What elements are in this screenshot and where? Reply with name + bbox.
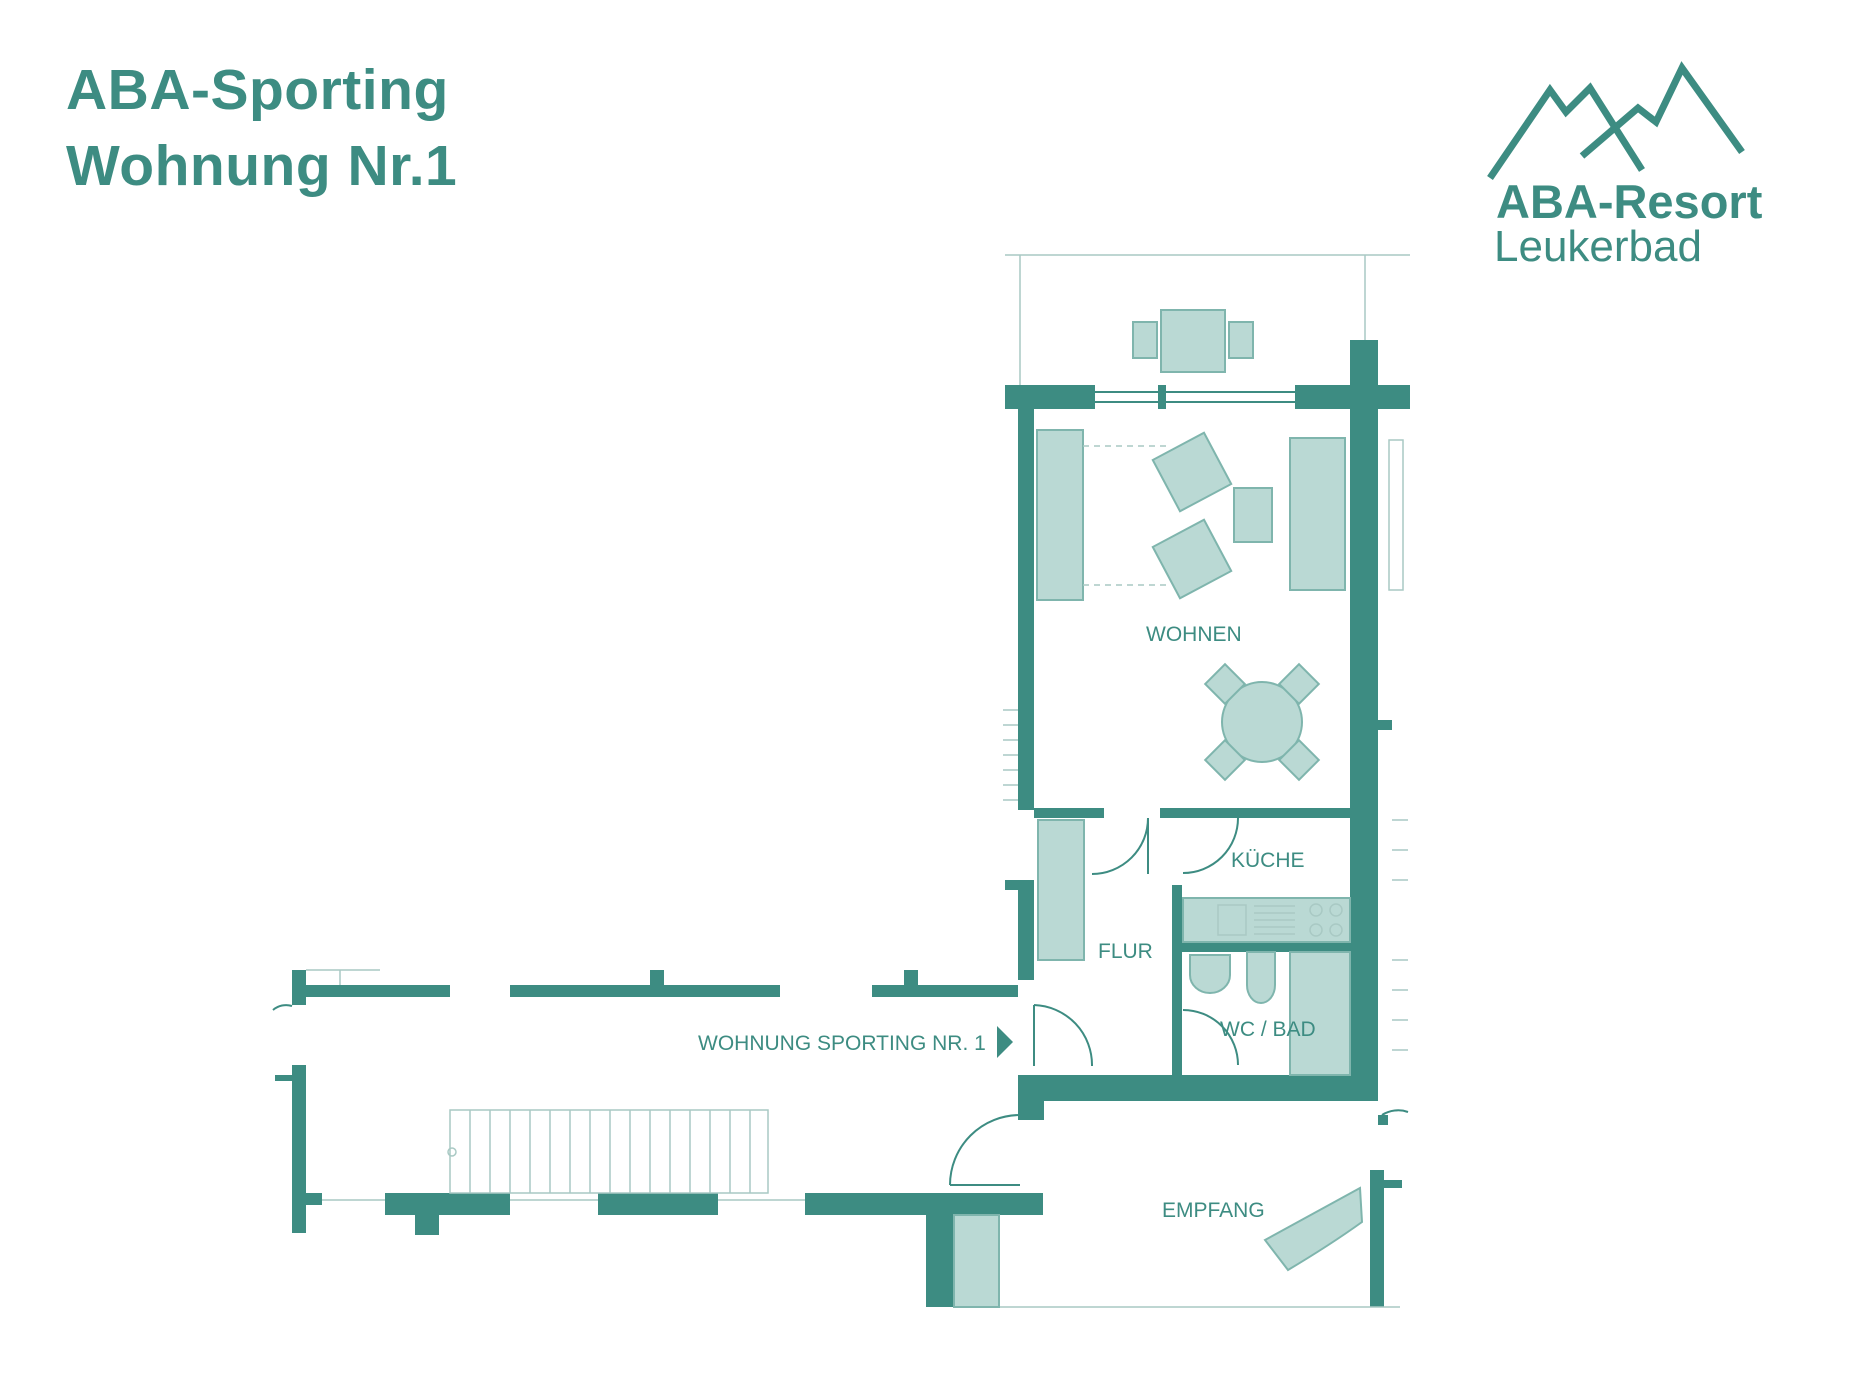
mountains-icon (1487, 61, 1745, 180)
dining-chair-1 (1203, 662, 1247, 706)
walls (275, 340, 1410, 1308)
apartment-name: ABA-Sporting (66, 58, 449, 122)
sofa-right (1289, 437, 1346, 591)
coffee-table (1233, 487, 1273, 543)
reception-desk (1263, 1186, 1364, 1272)
balcony-chair-left (1132, 321, 1158, 359)
balcony (1005, 254, 1410, 385)
room-label-wc-bad: WC / BAD (1220, 1018, 1316, 1041)
hatch-lines (1003, 709, 1408, 1051)
armchair-bottom (1151, 518, 1233, 600)
dining-table (1221, 681, 1303, 763)
kitchen-counter (1182, 897, 1351, 943)
room-label-empfang: EMPFANG (1162, 1199, 1265, 1222)
entrance-label: WOHNUNG SPORTING NR. 1 (698, 1032, 986, 1055)
bathroom-fixtures (1189, 951, 1351, 1076)
toilet (1246, 951, 1276, 1004)
doors (272, 817, 1409, 1186)
dining-chair-4 (1277, 738, 1321, 782)
dining-chair-2 (1277, 662, 1321, 706)
staircase (447, 1109, 769, 1194)
logo-place: Leukerbad (1494, 222, 1702, 271)
logo-name: ABA-Resort (1496, 175, 1763, 228)
washbasin (1189, 954, 1231, 994)
shower (1289, 951, 1351, 1076)
balcony-table (1160, 309, 1226, 373)
room-label-flur: FLUR (1098, 940, 1153, 963)
balcony-chair-right (1228, 321, 1254, 359)
room-label-wohnen: WOHNEN (1146, 623, 1242, 646)
armchair-top (1151, 431, 1233, 513)
room-label-kueche: KÜCHE (1231, 849, 1305, 872)
living-room-furniture (1036, 429, 1404, 782)
wardrobe (1037, 819, 1085, 961)
sofa-left (1036, 429, 1084, 601)
entrance-arrow-icon (997, 1026, 1013, 1058)
reception-cabinet (953, 1214, 1000, 1308)
apartment-number: Wohnung Nr.1 (66, 134, 458, 198)
dining-chair-3 (1203, 738, 1247, 782)
